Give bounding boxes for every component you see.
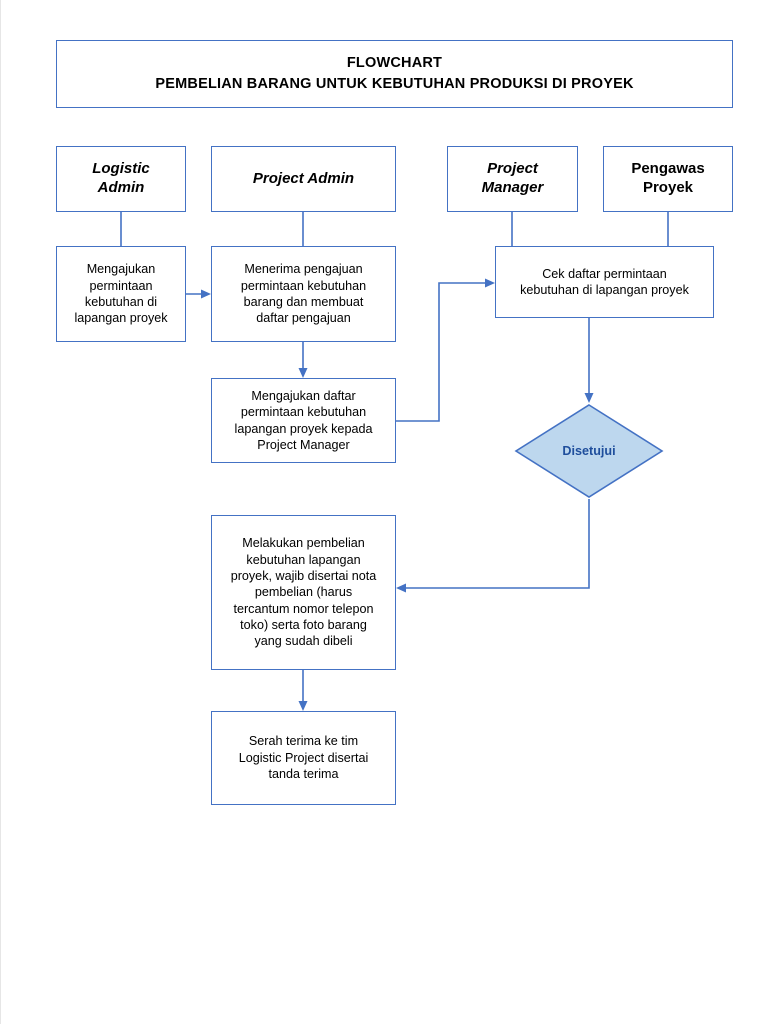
connector-mengajukan-daftar-to-cek-daftar (396, 278, 495, 422)
process-node-label: Serah terima ke tim Logistic Project dis… (238, 734, 369, 782)
process-node-label: Melakukan pembelian kebutuhan lapangan p… (230, 536, 377, 649)
lane-header-project-admin: Project Admin (211, 146, 396, 212)
process-node-label: Mengajukan daftar permintaan kebutuhan l… (234, 388, 373, 452)
process-node-mengajukan-permintaan: Mengajukan permintaan kebutuhan di lapan… (56, 246, 186, 342)
connector-menerima-pengajuan-to-mengajukan-daftar (298, 342, 308, 378)
title-line-2: PEMBELIAN BARANG UNTUK KEBUTUHAN PRODUKS… (155, 76, 634, 92)
connector-cek-daftar-to-disetujui (584, 318, 594, 403)
connector-disetujui-to-melakukan-pembelian (396, 499, 590, 593)
lane-header-project-manager: Project Manager (447, 146, 578, 212)
connector-mengajukan-permintaan-to-menerima-pengajuan (186, 289, 211, 299)
lane-header-label: Logistic Admin (92, 160, 150, 196)
flowchart-title-box: FLOWCHART PEMBELIAN BARANG UNTUK KEBUTUHA… (56, 40, 733, 108)
process-node-mengajukan-daftar: Mengajukan daftar permintaan kebutuhan l… (211, 378, 396, 463)
decision-node-disetujui: Disetujui (514, 403, 664, 499)
process-node-menerima-pengajuan: Menerima pengajuan permintaan kebutuhan … (211, 246, 396, 342)
process-node-cek-daftar: Cek daftar permintaan kebutuhan di lapan… (495, 246, 714, 318)
diamond-shape (514, 404, 664, 498)
process-node-label: Mengajukan permintaan kebutuhan di lapan… (74, 262, 168, 326)
process-node-label: Menerima pengajuan permintaan kebutuhan … (240, 262, 367, 326)
lane-header-logistic-admin: Logistic Admin (56, 146, 186, 212)
lane-header-label: Pengawas Proyek (631, 160, 705, 196)
decision-node-label: Disetujui (562, 444, 616, 458)
lane-header-label: Project Manager (481, 160, 544, 196)
process-node-melakukan-pembelian: Melakukan pembelian kebutuhan lapangan p… (211, 515, 396, 670)
process-node-label: Cek daftar permintaan kebutuhan di lapan… (520, 266, 689, 297)
connector-melakukan-pembelian-to-serah-terima (298, 670, 308, 711)
lane-header-pengawas-proyek: Pengawas Proyek (603, 146, 733, 212)
page-title: FLOWCHART PEMBELIAN BARANG UNTUK KEBUTUHA… (57, 53, 732, 95)
title-line-1: FLOWCHART (346, 54, 443, 71)
process-node-serah-terima: Serah terima ke tim Logistic Project dis… (211, 711, 396, 805)
lane-header-label: Project Admin (252, 169, 355, 187)
